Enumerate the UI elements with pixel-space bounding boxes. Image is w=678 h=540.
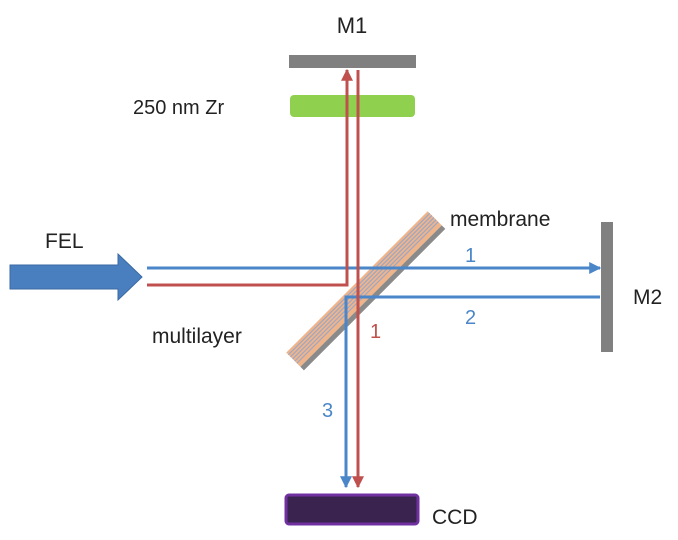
zr-filter [290, 95, 415, 117]
label-fel: FEL [45, 230, 84, 253]
red-beam-in [147, 68, 353, 287]
label-multilayer: multilayer [152, 325, 242, 348]
ccd-detector [284, 493, 420, 526]
label-m2: M2 [633, 286, 662, 309]
mirror-m2 [601, 222, 613, 352]
label-zr-filter: 250 nm Zr [133, 97, 224, 119]
label-blue-2: 2 [465, 307, 476, 329]
label-blue-3: 3 [322, 400, 333, 422]
fel-arrow [9, 252, 143, 302]
blue-beam-3 [340, 295, 358, 489]
mirror-m1 [289, 55, 416, 68]
label-red-1: 1 [370, 321, 381, 343]
label-m1: M1 [337, 13, 368, 38]
multilayer-beamsplitter [286, 211, 446, 371]
label-membrane: membrane [450, 208, 550, 231]
label-blue-1: 1 [465, 245, 476, 267]
label-ccd: CCD [432, 506, 478, 529]
